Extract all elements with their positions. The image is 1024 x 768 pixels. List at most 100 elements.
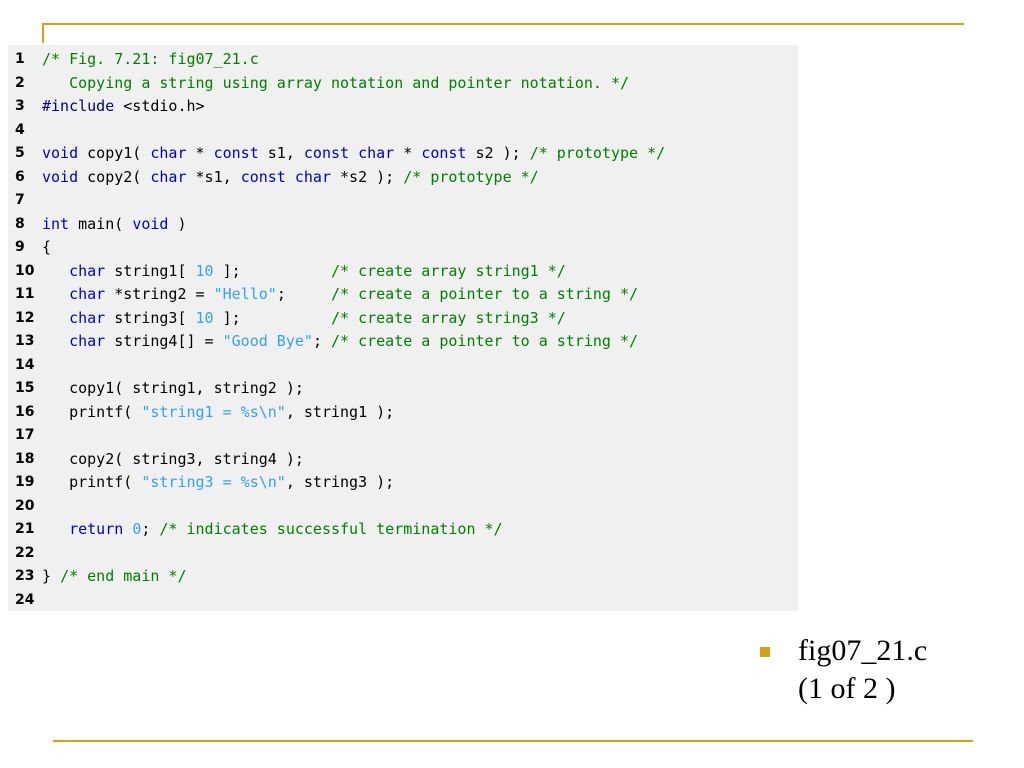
code-line: 15 copy1( string1, string2 );	[8, 377, 798, 401]
code-token: /* create array string3 */	[331, 308, 566, 327]
top-accent-rule	[42, 23, 964, 25]
code-token: char	[69, 261, 106, 280]
code-token: , string1 );	[285, 402, 395, 421]
code-text: #include <stdio.h>	[42, 95, 205, 119]
code-token: const	[240, 167, 286, 186]
code-line: 10 char string1[ 10 ]; /* create array s…	[8, 260, 798, 284]
code-token: s2 );	[466, 144, 530, 162]
code-token: ;	[276, 285, 331, 303]
caption-filename: fig07_21.c	[798, 634, 928, 667]
line-number: 16	[15, 403, 35, 420]
code-token: ;	[141, 520, 160, 538]
code-token: *s1,	[186, 167, 241, 186]
line-number: 20	[15, 497, 35, 514]
code-line: 12 char string3[ 10 ]; /* create array s…	[8, 307, 798, 331]
code-token: "string1 = %s\n"	[141, 402, 286, 421]
line-number: 6	[15, 168, 25, 185]
line-number: 5	[15, 145, 25, 161]
code-text: /* Fig. 7.21: fig07_21.c	[42, 48, 259, 72]
code-line: 1 /* Fig. 7.21: fig07_21.c	[8, 48, 798, 72]
code-line: 19 printf( "string3 = %s\n", string3 );	[8, 471, 798, 495]
code-token: <stdio.h>	[114, 97, 205, 115]
code-token: s1,	[258, 144, 304, 162]
code-token: char	[69, 332, 106, 350]
code-token	[42, 309, 69, 327]
code-token: {	[42, 238, 52, 256]
code-text: int main( void )	[42, 213, 187, 237]
code-token: Copying a string using array notation an…	[42, 73, 629, 92]
code-line: 3 #include <stdio.h>	[8, 95, 798, 119]
code-token: main(	[69, 214, 133, 233]
code-token: /* prototype */	[403, 167, 539, 186]
code-line: 2 Copying a string using array notation …	[8, 72, 798, 96]
line-number: 23	[15, 568, 35, 584]
code-line: 22	[8, 542, 798, 566]
code-token: 0	[132, 520, 142, 538]
code-line: 16 printf( "string1 = %s\n", string1 );	[8, 401, 798, 425]
code-line: 23} /* end main */	[8, 565, 798, 589]
code-token: )	[168, 214, 187, 233]
code-line: 6 void copy2( char *s1, const char *s2 );…	[8, 166, 798, 190]
code-token: int	[42, 214, 70, 233]
code-token: char	[294, 167, 331, 186]
code-token: char	[150, 167, 187, 186]
caption-text: fig07_21.c (1 of 2 )	[798, 632, 927, 708]
line-number: 14	[15, 356, 35, 373]
line-number: 21	[15, 521, 35, 537]
code-token: printf(	[42, 473, 142, 491]
code-line: 7	[8, 189, 798, 213]
code-text: char *string2 = "Hello"; /* create a poi…	[42, 283, 638, 307]
line-number: 13	[15, 333, 35, 349]
line-number: 4	[15, 121, 25, 138]
bottom-accent-rule	[53, 740, 973, 742]
code-token: char	[69, 308, 106, 327]
code-token: const	[303, 144, 350, 162]
code-token: *	[186, 144, 214, 162]
code-text: copy1( string1, string2 );	[42, 377, 304, 401]
code-token: /* create array string1 */	[331, 261, 566, 280]
code-token	[42, 332, 69, 350]
code-text: printf( "string1 = %s\n", string1 );	[42, 401, 394, 425]
code-token	[42, 520, 69, 538]
code-token: void	[42, 144, 79, 162]
code-text: printf( "string3 = %s\n", string3 );	[42, 471, 394, 495]
code-token: "Hello"	[213, 285, 277, 303]
code-text: char string1[ 10 ]; /* create array stri…	[42, 260, 566, 284]
line-number: 8	[15, 215, 25, 232]
code-text: Copying a string using array notation an…	[42, 72, 629, 96]
top-accent-corner	[42, 23, 44, 43]
code-text: char string3[ 10 ]; /* create array stri…	[42, 307, 566, 331]
code-line: 18 copy2( string3, string4 );	[8, 448, 798, 472]
code-token: string4[] =	[105, 332, 223, 350]
code-token: /* create a pointer to a string */	[331, 285, 639, 303]
code-token: /* indicates successful termination */	[159, 520, 503, 538]
code-line: 11 char *string2 = "Hello"; /* create a …	[8, 283, 798, 307]
code-text: void copy2( char *s1, const char *s2 ); …	[42, 166, 539, 190]
line-number: 11	[15, 286, 35, 302]
code-line: 8 int main( void )	[8, 213, 798, 237]
code-text: return 0; /* indicates successful termin…	[42, 518, 503, 542]
line-number: 17	[15, 427, 35, 443]
line-number: 18	[15, 450, 35, 467]
code-line: 17	[8, 424, 798, 448]
line-number: 3	[15, 98, 25, 114]
code-token: char	[150, 144, 187, 162]
line-number: 15	[15, 380, 35, 396]
code-text: char string4[] = "Good Bye"; /* create a…	[42, 330, 638, 354]
code-token: const	[213, 144, 259, 162]
line-number: 1	[15, 51, 25, 67]
line-number: 24	[15, 591, 35, 608]
code-token: const	[421, 144, 467, 162]
code-token: return	[69, 520, 124, 538]
code-token: *s2 );	[331, 167, 404, 186]
code-line: 13 char string4[] = "Good Bye"; /* creat…	[8, 330, 798, 354]
code-token: copy2(	[78, 167, 151, 186]
code-text: {	[42, 236, 51, 260]
code-token: ;	[312, 332, 331, 350]
code-token: ];	[213, 261, 331, 280]
code-token: *	[394, 144, 422, 162]
code-token	[123, 520, 132, 538]
line-number: 9	[15, 239, 25, 255]
